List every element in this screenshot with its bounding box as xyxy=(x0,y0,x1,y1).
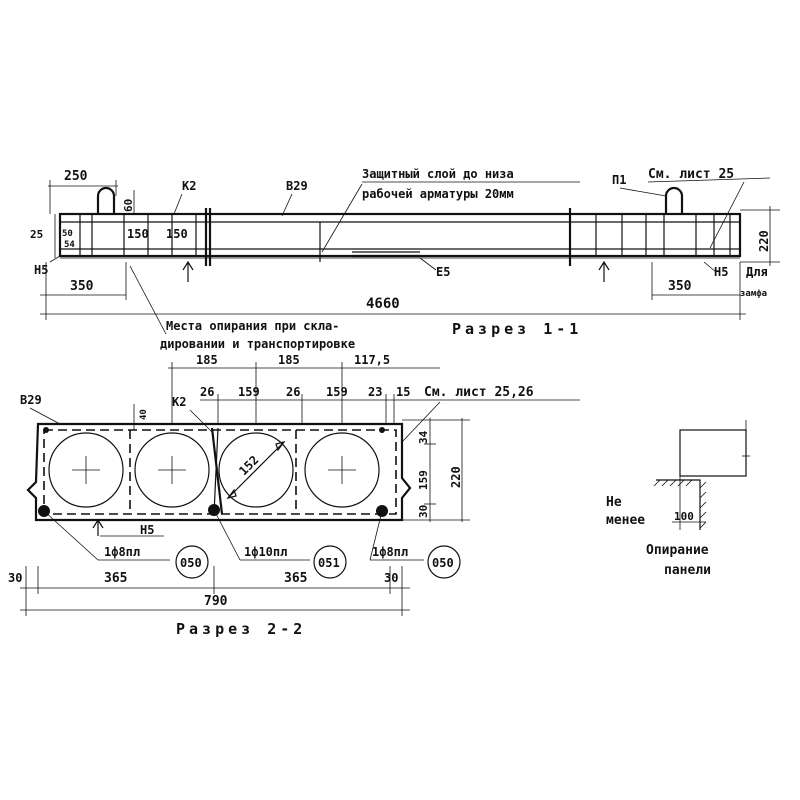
void-4 xyxy=(304,432,380,508)
support-label-1: Не xyxy=(606,495,622,510)
dim-54: 54 xyxy=(64,240,75,250)
beam-outline xyxy=(58,212,742,258)
callout-1: 1ф8пл 050 xyxy=(104,545,209,579)
note-support-line1: Места опирания при скла- xyxy=(166,319,339,333)
dim-117-5: 117,5 xyxy=(354,353,390,367)
dim-26b: 26 xyxy=(286,385,300,399)
mark-h5-right: Н5 xyxy=(714,265,728,279)
dim-15: 15 xyxy=(396,385,410,399)
mark-p1: П1 xyxy=(612,173,626,187)
dim-159a: 159 xyxy=(238,385,260,399)
void-1 xyxy=(48,432,124,508)
note-for-sealing-2: замфа xyxy=(740,289,767,299)
dim-365b: 365 xyxy=(284,571,307,586)
void-3: 152 xyxy=(218,432,294,508)
callout-2: 1ф10пл 051 xyxy=(244,545,347,579)
dim-30-right: 30 xyxy=(384,571,398,585)
dim-220-section: 220 xyxy=(449,466,463,488)
dim-159b: 159 xyxy=(326,385,348,399)
dim-30v: 30 xyxy=(417,505,430,518)
section-1-1: 250 60 150 150 25 50 54 К2 В29 П1 Н5 Н5 … xyxy=(30,167,780,351)
lifting-loop-left xyxy=(96,186,116,214)
dim-250: 250 xyxy=(64,169,88,184)
callout-1-code: 050 xyxy=(180,556,202,570)
dim-365a: 365 xyxy=(104,571,127,586)
mark-v29: В29 xyxy=(286,179,308,193)
dim-4660: 4660 xyxy=(366,296,400,312)
dim-220-right: 220 xyxy=(757,230,771,252)
section-2-2: 152 185 185 117,5 26 159 26 159 23 15 См xyxy=(8,353,580,638)
dim-150a: 150 xyxy=(127,227,149,241)
stirrups-left xyxy=(79,208,212,266)
support-wall xyxy=(656,479,701,530)
section-2-2-title: Разрез 2-2 xyxy=(176,620,306,638)
note-cover-line1: Защитный слой до низа xyxy=(362,167,514,181)
support-label-2: менее xyxy=(606,513,645,528)
dim-150b: 150 xyxy=(166,227,188,241)
void-2 xyxy=(134,432,210,508)
dim-26a: 26 xyxy=(200,385,214,399)
dim-60: 60 xyxy=(122,199,135,212)
mark-e5: Е5 xyxy=(436,265,450,279)
dim-100: 100 xyxy=(674,510,694,523)
panel-end xyxy=(679,429,747,477)
mark-k2: К2 xyxy=(182,179,196,193)
callout-3-code: 050 xyxy=(432,556,454,570)
dim-350-right: 350 xyxy=(668,279,692,294)
support-title-2: панели xyxy=(664,563,711,578)
stirrups-right xyxy=(568,208,731,266)
callout-3-text: 1ф8пл xyxy=(372,545,408,559)
dim-40: 40 xyxy=(139,409,149,420)
callout-2-code: 051 xyxy=(318,556,340,570)
mark-k2-2: К2 xyxy=(172,395,186,409)
dim-50: 50 xyxy=(62,229,73,239)
callout-2-text: 1ф10пл xyxy=(244,545,287,559)
dim-185a: 185 xyxy=(196,353,218,367)
note-for-sealing-1: Для xyxy=(746,265,768,279)
dim-185b: 185 xyxy=(278,353,300,367)
note-sheet-ref: См. лист 25 xyxy=(648,167,734,182)
note-cover-line2: рабочей арматуры 20мм xyxy=(362,187,514,201)
dim-23: 23 xyxy=(368,385,382,399)
mark-h5-left: Н5 xyxy=(34,263,48,277)
section-1-1-title: Разрез 1-1 xyxy=(452,320,582,338)
support-detail: 100 Не менее Опирание панели xyxy=(606,420,750,578)
support-title-1: Опирание xyxy=(646,543,709,558)
dim-350-left: 350 xyxy=(70,279,94,294)
callout-1-text: 1ф8пл xyxy=(104,545,140,559)
callout-3: 1ф8пл 050 xyxy=(372,545,461,579)
dim-25: 25 xyxy=(30,228,43,241)
dim-152: 152 xyxy=(236,453,261,478)
note-support-line2: дировании и транспортировке xyxy=(160,337,355,351)
dim-34: 34 xyxy=(417,430,430,444)
dim-159v: 159 xyxy=(417,470,430,490)
dim-30-left: 30 xyxy=(8,571,22,585)
dim-790: 790 xyxy=(204,594,228,609)
sheet-ref-25-26: См. лист 25,26 xyxy=(424,385,534,400)
mark-v29-2: В29 xyxy=(20,393,42,407)
mark-h5-2: Н5 xyxy=(140,523,154,537)
lifting-loop-right xyxy=(664,186,684,214)
